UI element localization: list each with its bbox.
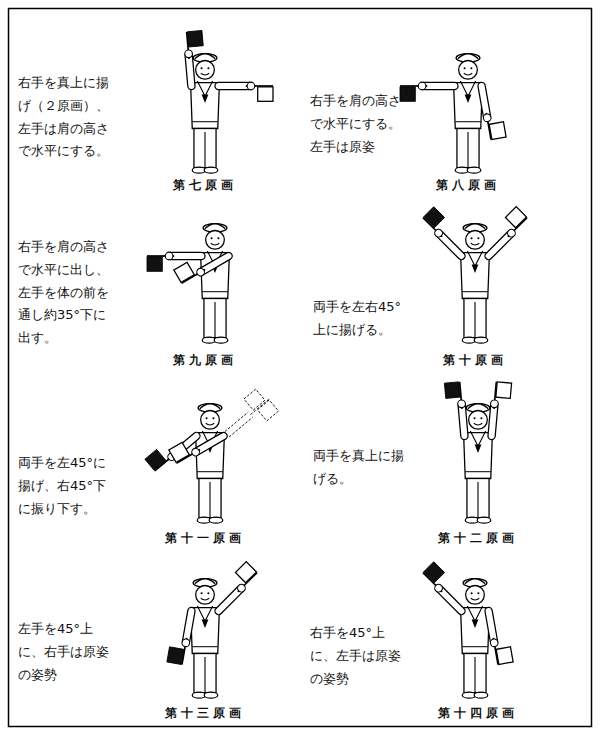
pose-description: 右手を45°上に、左手は原姿の姿勢: [310, 622, 406, 690]
figure-caption: 第十一原画: [125, 531, 285, 545]
sailor-figure: [400, 54, 506, 173]
frame: [9, 9, 592, 727]
figure-caption: 第十原画: [395, 353, 555, 367]
pose-description: 右手を肩の高さで水平に出し、左手を体の前を通し約35°下に出す。: [18, 236, 114, 350]
figure-caption: 第十二原画: [398, 531, 558, 545]
figure-caption: 第九原画: [125, 353, 285, 367]
sailor-figure: [420, 207, 530, 343]
figure-caption: 第十四原画: [398, 706, 558, 720]
sailor-figure: [444, 381, 511, 523]
sailor-figure: [147, 224, 231, 343]
sailor-figure: [420, 562, 513, 698]
pose-description: 右手を肩の高さで水平にする。左手は原姿: [310, 90, 406, 158]
pose-description: 両手を真上に揚げる。: [313, 445, 409, 491]
figure-caption: 第十三原画: [125, 706, 285, 720]
pose-description: 右手を真上に揚げ（２原画）、左手は肩の高さで水平にする。: [18, 72, 114, 163]
figure-caption: 第八原画: [388, 178, 548, 192]
sailor-figure: [145, 387, 279, 523]
sailor-figure: [167, 562, 260, 698]
pose-description: 両手を左右45°上に揚げる。: [313, 296, 409, 342]
figure-caption: 第七原画: [125, 178, 285, 192]
pose-description: 両手を左45°に揚げ、右45°下に振り下す。: [18, 452, 114, 520]
sailor-figure: [183, 30, 273, 173]
pose-description: 左手を45°上に、右手は原姿の姿勢: [18, 618, 114, 686]
